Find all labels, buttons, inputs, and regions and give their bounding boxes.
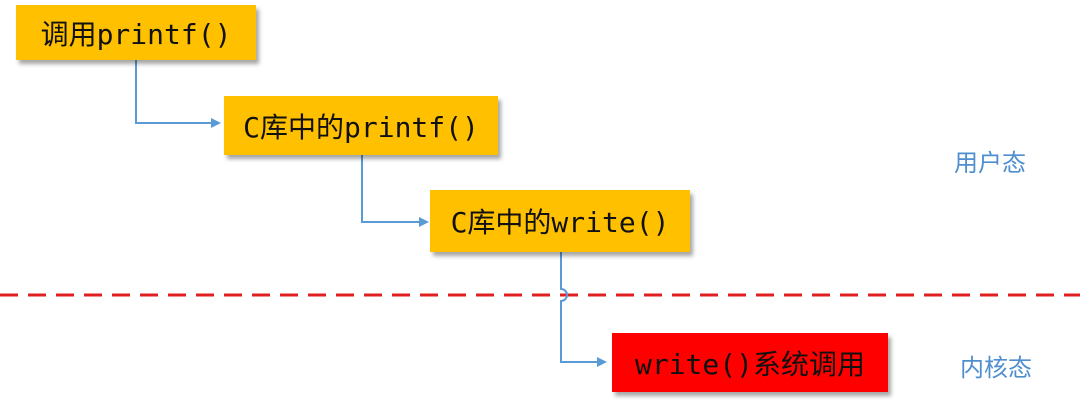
user-mode-label: 用户态 (954, 149, 1026, 177)
syscall-write-box: write()系统调用 (612, 333, 888, 392)
connector-lib-printf-to-lib-write (361, 155, 429, 227)
connector-call-to-lib-printf (135, 60, 221, 128)
kernel-mode-label: 内核态 (960, 354, 1032, 382)
call-printf-box: 调用printf() (16, 5, 256, 60)
lib-write-box: C库中的write() (430, 190, 690, 252)
lib-printf-box: C库中的printf() (224, 96, 498, 155)
connector-lib-write-to-syscall (560, 252, 607, 367)
